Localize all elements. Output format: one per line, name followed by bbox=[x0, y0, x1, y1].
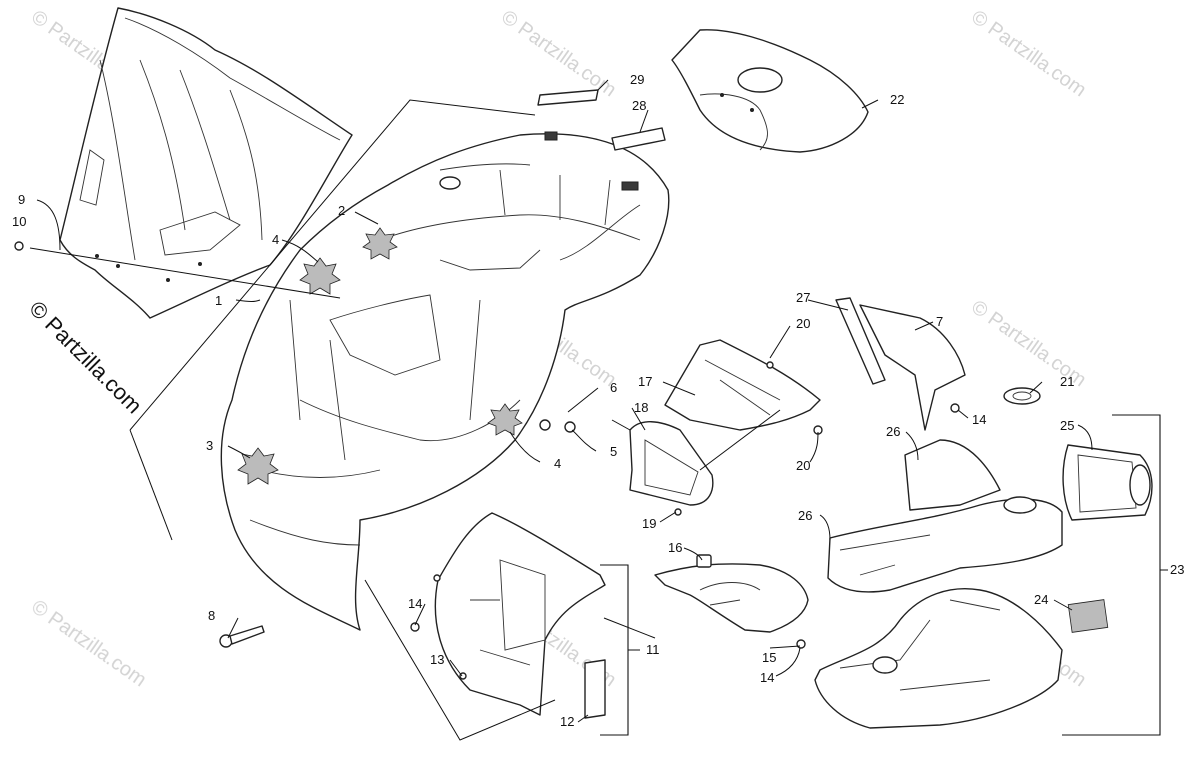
part-windshield bbox=[59, 7, 353, 319]
side-watermark: © Partzilla.com bbox=[24, 296, 147, 419]
callout-21: 21 bbox=[1060, 374, 1074, 389]
part-filter-24 bbox=[1067, 599, 1109, 633]
watermark: © Partzilla.com bbox=[967, 6, 1090, 101]
callout-14: 14 bbox=[408, 596, 422, 611]
part-side-panel bbox=[433, 512, 606, 719]
watermark: © Partzilla.com bbox=[27, 596, 150, 691]
fastener bbox=[410, 622, 420, 632]
leader-lines bbox=[29, 79, 1093, 741]
part-vent-18 bbox=[629, 421, 714, 506]
callout-28: 28 bbox=[632, 98, 646, 113]
callout-20: 20 bbox=[796, 316, 810, 331]
callouts: 29 28 22 2 1 4 9 10 3 4 5 6 17 18 19 20 … bbox=[12, 72, 1184, 729]
callout-4: 4 bbox=[272, 232, 279, 247]
callout-22: 22 bbox=[890, 92, 904, 107]
part-intake-25 bbox=[1062, 444, 1153, 521]
callout-19: 19 bbox=[642, 516, 656, 531]
bracket-11 bbox=[600, 564, 640, 736]
part-cover bbox=[671, 29, 869, 153]
callout-5: 5 bbox=[610, 444, 617, 459]
part-bolt-8 bbox=[219, 625, 265, 648]
callout-20: 20 bbox=[796, 458, 810, 473]
callout-15: 15 bbox=[762, 650, 776, 665]
callout-26: 26 bbox=[886, 424, 900, 439]
callout-26: 26 bbox=[798, 508, 812, 523]
fastener bbox=[766, 361, 774, 369]
callout-14: 14 bbox=[760, 670, 774, 685]
callout-25: 25 bbox=[1060, 418, 1074, 433]
fastener bbox=[796, 639, 806, 649]
callout-6: 6 bbox=[610, 380, 617, 395]
callout-3: 3 bbox=[206, 438, 213, 453]
part-grommet-21 bbox=[1003, 387, 1041, 405]
fastener bbox=[674, 508, 682, 516]
callout-23: 23 bbox=[1170, 562, 1184, 577]
decal-28 bbox=[611, 127, 666, 151]
part-hood bbox=[220, 131, 670, 631]
callout-8: 8 bbox=[208, 608, 215, 623]
fastener bbox=[950, 403, 960, 413]
callout-10: 10 bbox=[12, 214, 26, 229]
callout-12: 12 bbox=[560, 714, 574, 729]
part-15 bbox=[654, 554, 809, 633]
callout-4: 4 bbox=[554, 456, 561, 471]
fastener bbox=[14, 241, 24, 251]
callout-9: 9 bbox=[18, 192, 25, 207]
bracket-23 bbox=[1062, 414, 1168, 736]
callout-16: 16 bbox=[668, 540, 682, 555]
callout-7: 7 bbox=[936, 314, 943, 329]
part-airbox bbox=[814, 439, 1063, 729]
watermark: © Partzilla.com bbox=[497, 6, 620, 101]
decal-29 bbox=[537, 89, 599, 106]
callout-1: 1 bbox=[215, 293, 222, 308]
fastener bbox=[564, 421, 576, 433]
callout-24: 24 bbox=[1034, 592, 1048, 607]
callout-29: 29 bbox=[630, 72, 644, 87]
part-vent-17 bbox=[664, 339, 821, 431]
callout-27: 27 bbox=[796, 290, 810, 305]
part-bracket-7 bbox=[835, 297, 966, 431]
callout-2: 2 bbox=[338, 203, 345, 218]
callout-17: 17 bbox=[638, 374, 652, 389]
callout-13: 13 bbox=[430, 652, 444, 667]
callout-11: 11 bbox=[646, 642, 660, 657]
callout-18: 18 bbox=[634, 400, 648, 415]
callout-14: 14 bbox=[972, 412, 986, 427]
